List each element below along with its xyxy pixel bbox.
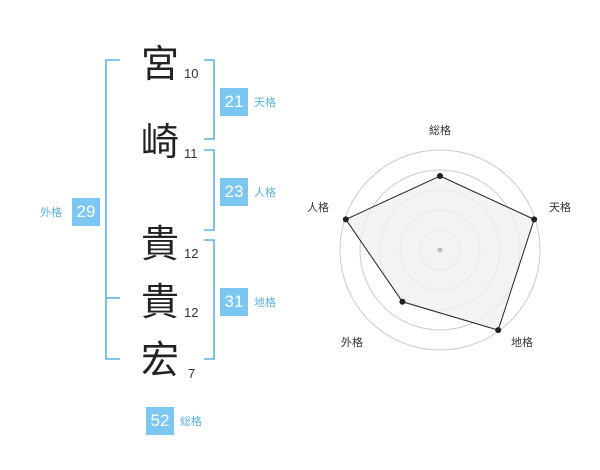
- radar-label-tenkaku: 天格: [549, 201, 571, 214]
- radar-area: [345, 175, 535, 331]
- chikaku-value: 31: [220, 288, 248, 316]
- stroke-count-4: 12: [184, 305, 199, 320]
- jinkaku-label: 人格: [254, 186, 276, 199]
- name-char-5: 宏: [140, 338, 179, 382]
- radar-label-gaikaku: 外格: [341, 336, 363, 349]
- name-char-2: 崎: [140, 120, 179, 164]
- radar-ring: [339, 149, 541, 351]
- jinkaku-bracket: [204, 149, 215, 231]
- name-char-3: 貴: [140, 222, 179, 266]
- chikaku-label: 地格: [254, 296, 276, 309]
- radar-label-jinkaku: 人格: [307, 201, 329, 214]
- name-char-4: 貴: [140, 280, 179, 324]
- stroke-count-5: 7: [188, 366, 196, 381]
- stroke-count-2: 11: [184, 146, 198, 161]
- radar-label-soukaku: 総格: [429, 124, 451, 137]
- stroke-count-3: 12: [184, 246, 199, 261]
- jinkaku-value: 23: [220, 178, 248, 206]
- radar-center: [437, 247, 443, 253]
- chikaku-bracket: [204, 239, 215, 360]
- soukaku-value: 52: [146, 407, 174, 435]
- radar-label-chikaku: 地格: [511, 336, 533, 349]
- name-char-1: 宮: [140, 42, 179, 86]
- tenkaku-label: 天格: [254, 96, 276, 109]
- tenkaku-value: 21: [220, 88, 248, 116]
- soukaku-label: 総格: [180, 415, 202, 428]
- radar-point-5: [342, 216, 349, 223]
- radar-point-2: [531, 216, 538, 223]
- gaikaku-label: 外格: [40, 206, 62, 219]
- gaikaku-bracket: [105, 59, 120, 360]
- tenkaku-bracket: [204, 59, 215, 140]
- radar-point-3: [495, 327, 502, 334]
- radar-point-4: [399, 298, 406, 305]
- gaikaku-value: 29: [72, 198, 100, 226]
- radar-point-1: [437, 173, 443, 179]
- stroke-count-1: 10: [184, 66, 199, 81]
